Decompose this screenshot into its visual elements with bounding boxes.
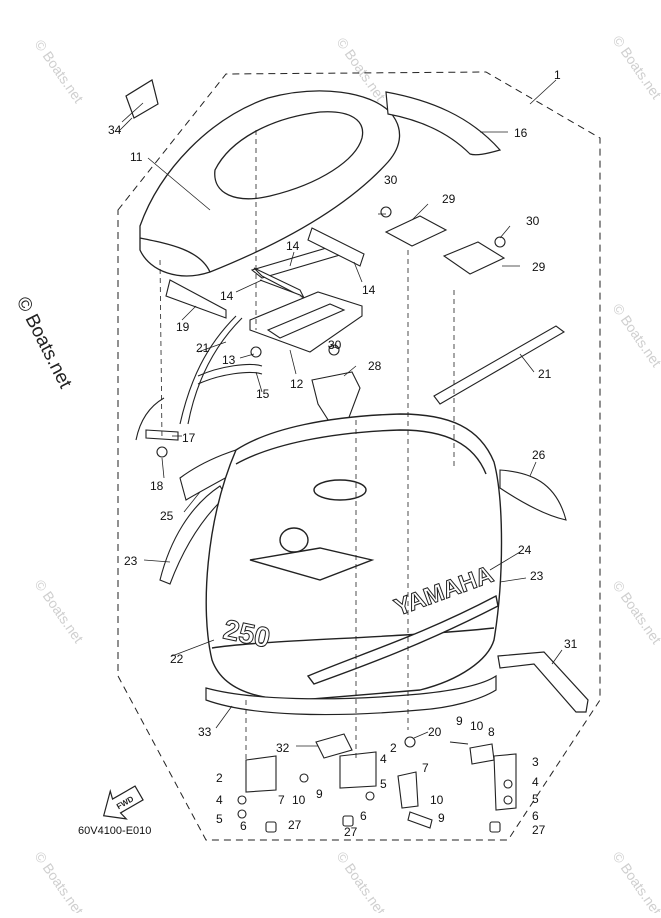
callout-3: 3 <box>532 755 539 769</box>
callout-23-b: 23 <box>530 569 544 583</box>
callout-20: 20 <box>428 725 442 739</box>
part-14-seals <box>250 227 365 300</box>
callout-31: 31 <box>564 637 578 651</box>
callout-9-c: 9 <box>438 811 445 825</box>
callout-30-b: 30 <box>526 214 540 228</box>
callout-5-c: 5 <box>532 792 539 806</box>
callout-8: 8 <box>488 725 495 739</box>
part-21-left-strip <box>179 315 243 425</box>
callout-5-a: 5 <box>216 812 223 826</box>
callout-11: 11 <box>130 150 143 164</box>
callout-2-a: 2 <box>216 771 223 785</box>
part-29-brackets <box>384 215 506 275</box>
callout-18: 18 <box>150 479 164 493</box>
callout-30-a: 30 <box>384 173 398 187</box>
part-32-clip <box>315 733 353 759</box>
callout-15: 15 <box>256 387 270 401</box>
callout-19: 19 <box>176 320 190 334</box>
callout-14-b: 14 <box>362 283 376 297</box>
part-11-top-cap <box>139 90 401 277</box>
part-17-strip <box>135 397 179 441</box>
callout-14-c: 14 <box>220 289 234 303</box>
assembly-boundary <box>117 71 601 841</box>
part-12-bracket <box>249 291 363 353</box>
callout-27-c: 27 <box>532 823 546 837</box>
callout-4-b: 4 <box>380 752 387 766</box>
part-15-strip <box>197 363 263 385</box>
callout-10-c: 10 <box>430 793 444 807</box>
watermark-top-left: © Boats.net <box>32 37 87 106</box>
callout-34: 34 <box>108 123 122 137</box>
forward-arrow-icon: FWD <box>102 785 144 820</box>
callout-5-b: 5 <box>380 777 387 791</box>
callout-17: 17 <box>182 431 196 445</box>
part-19-strip <box>165 279 227 319</box>
callout-29-a: 29 <box>442 192 456 206</box>
callout-23-a: 23 <box>124 554 138 568</box>
fasteners <box>156 206 506 783</box>
callout-labels: 1 34 16 11 30 29 30 14 29 14 14 19 30 21… <box>108 68 578 839</box>
watermark-bottom-center: © Boats.net <box>334 849 389 913</box>
callout-10-b: 10 <box>292 793 306 807</box>
callout-13: 13 <box>222 353 236 367</box>
callout-6-c: 6 <box>532 809 539 823</box>
callout-27-a: 27 <box>288 818 302 832</box>
callout-9-a: 9 <box>456 714 463 728</box>
watermark-left-low: © Boats.net <box>32 577 87 646</box>
leader-lines <box>117 79 563 747</box>
part-26-decal <box>499 469 567 521</box>
callout-1: 1 <box>554 68 561 82</box>
watermark-bottom-left: © Boats.net <box>32 849 87 913</box>
callout-25: 25 <box>160 509 174 523</box>
callout-4-a: 4 <box>216 793 223 807</box>
callout-2-b: 2 <box>390 741 397 755</box>
part-21-right-strip <box>433 325 565 405</box>
callout-22: 22 <box>170 652 184 666</box>
lower-latches <box>237 736 517 833</box>
callout-26: 26 <box>532 448 546 462</box>
part-34-decal <box>125 79 159 119</box>
callout-32: 32 <box>276 741 290 755</box>
watermark-bottom-right: © Boats.net <box>610 849 661 913</box>
callout-21-a: 21 <box>196 341 210 355</box>
callout-10-a: 10 <box>470 719 484 733</box>
part-code: 60V4100-E010 <box>78 825 152 837</box>
callout-24: 24 <box>518 543 532 557</box>
watermark-right-mid: © Boats.net <box>610 301 661 370</box>
watermark-top-right: © Boats.net <box>610 33 661 102</box>
callout-6-a: 6 <box>240 819 247 833</box>
callout-14-a: 14 <box>286 239 300 253</box>
guide-lines <box>159 130 455 760</box>
callout-4-c: 4 <box>532 775 539 789</box>
callout-30-c: 30 <box>328 338 342 352</box>
part-16-decal <box>385 91 502 156</box>
callout-27-b: 27 <box>344 825 358 839</box>
callout-33: 33 <box>198 725 212 739</box>
watermark-right-low: © Boats.net <box>610 578 661 647</box>
callout-12: 12 <box>290 377 304 391</box>
main-cowling <box>205 413 503 701</box>
callout-9-b: 9 <box>316 787 323 801</box>
part-31-handle <box>497 651 589 713</box>
callout-7-b: 7 <box>422 761 429 775</box>
callout-16: 16 <box>514 126 528 140</box>
callout-28: 28 <box>368 359 382 373</box>
callout-7-a: 7 <box>278 793 285 807</box>
callout-21-b: 21 <box>538 367 552 381</box>
part-33-seal <box>205 674 497 716</box>
callout-29-b: 29 <box>532 260 546 274</box>
callout-6-b: 6 <box>360 809 367 823</box>
